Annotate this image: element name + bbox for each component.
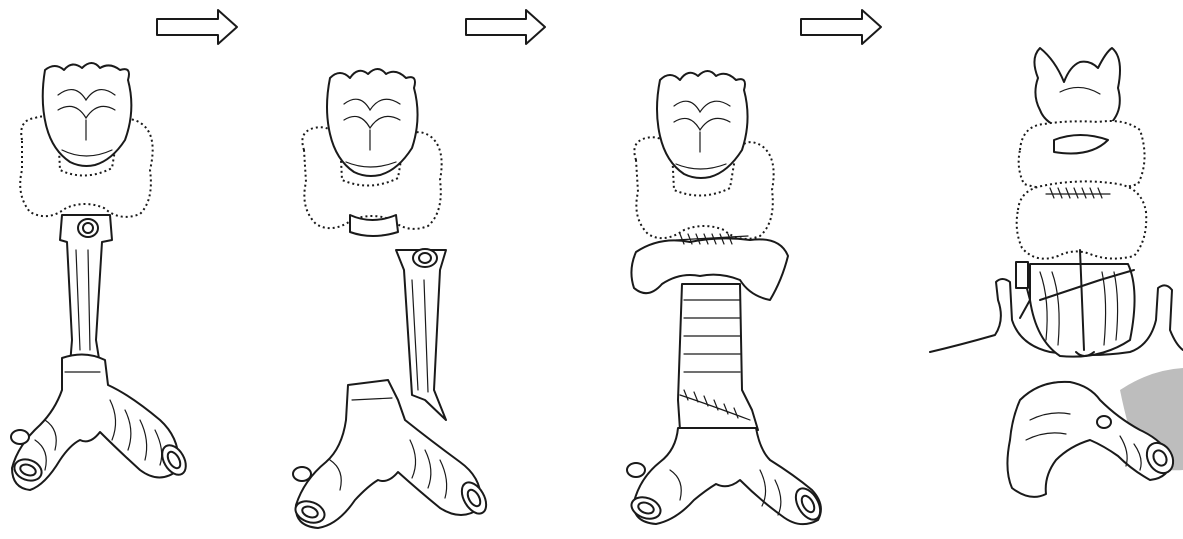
bronchi	[296, 380, 481, 528]
thyroid-gland-upper	[1019, 121, 1145, 190]
bronchi	[634, 428, 821, 524]
larynx	[657, 71, 748, 178]
larynx	[1034, 48, 1120, 131]
panel-3	[627, 71, 825, 524]
larynx	[327, 69, 418, 176]
arrow-2	[466, 10, 545, 44]
panel-2	[292, 69, 491, 528]
thyroid-gland-lower	[1017, 181, 1147, 258]
arrow-3	[801, 10, 881, 44]
panel-1	[11, 63, 191, 490]
panel-4	[930, 48, 1183, 497]
arrow-1	[157, 10, 237, 44]
resected-trachea-segment	[396, 250, 446, 420]
